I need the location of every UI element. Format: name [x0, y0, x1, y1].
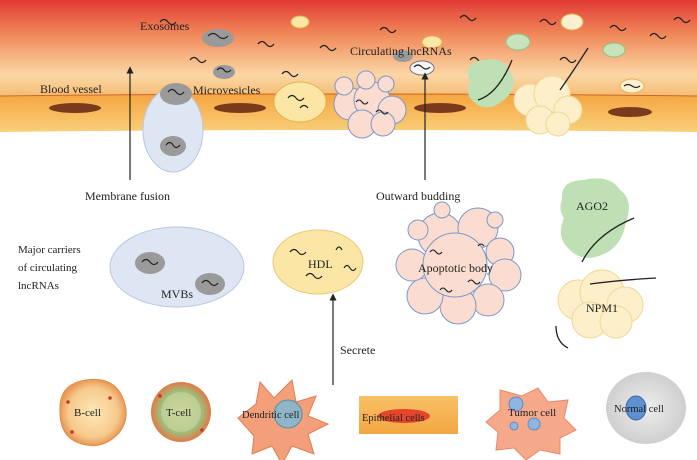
- mvbs-carrier: [109, 226, 245, 308]
- label-circulating-lncrnas: Circulating lncRNAs: [350, 44, 452, 58]
- label-b-cell: B-cell: [74, 407, 101, 419]
- exosome-group: [202, 13, 645, 94]
- endothelial-nucleus: [414, 103, 466, 113]
- hdl-carrier: [272, 229, 364, 295]
- label-tumor-cell: Tumor cell: [508, 407, 556, 419]
- label-apoptotic-body: Apoptotic body: [418, 261, 493, 275]
- label-hdl: HDL: [308, 257, 333, 271]
- label-major-carriers-3: lncRNAs: [18, 280, 59, 292]
- label-microvesicles: Microvesicles: [193, 83, 261, 97]
- dendritic-cell: [237, 378, 330, 460]
- apoptotic-body-carrier: [395, 201, 522, 325]
- ago2-vessel: [467, 59, 514, 108]
- normal-cell: [606, 372, 686, 444]
- free-lncrna-strands: [159, 14, 691, 78]
- epithelial-cells: [359, 396, 458, 434]
- npm1-vessel: [513, 47, 589, 137]
- npm1-carrier: [555, 269, 657, 349]
- label-membrane-fusion: Membrane fusion: [85, 189, 170, 203]
- t-cell: [151, 382, 211, 442]
- endothelial-nucleus: [49, 103, 101, 113]
- label-npm1: NPM1: [586, 301, 618, 315]
- label-outward-budding: Outward budding: [376, 189, 460, 203]
- label-normal-cell: Normal cell: [614, 404, 664, 415]
- endothelial-nucleus: [608, 107, 652, 117]
- label-ago2: AGO2: [576, 199, 608, 213]
- label-secrete: Secrete: [340, 343, 375, 357]
- microvesicle-bud: [273, 81, 327, 123]
- tumor-cell: [485, 387, 577, 460]
- label-epithelial-cells: Epithelial cells: [362, 413, 425, 424]
- mvb-fusing: [142, 83, 204, 173]
- endothelial-nucleus: [214, 103, 266, 113]
- label-dendritic-cell: Dendritic cell: [242, 410, 300, 421]
- ago2-carrier: [560, 178, 635, 263]
- label-blood-vessel: Blood vessel: [40, 82, 102, 96]
- label-major-carriers-2: of circulating: [18, 262, 77, 274]
- label-exosomes: Exosomes: [140, 19, 190, 33]
- b-cell: [59, 378, 127, 447]
- label-t-cell: T-cell: [166, 407, 191, 419]
- label-mvbs: MVBs: [161, 287, 193, 301]
- apoptotic-cluster-vessel: [333, 70, 407, 139]
- label-major-carriers-1: Major carriers: [18, 244, 81, 256]
